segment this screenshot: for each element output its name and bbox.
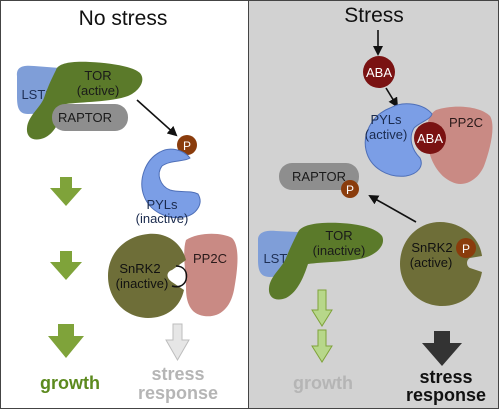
snrk2-active-label-line1: SnRK2	[411, 240, 452, 255]
growth-label-faded: growth	[293, 373, 353, 393]
stress-response-faded-line1: stress	[151, 364, 204, 384]
snrk2-pp2c-binding-outline	[171, 265, 188, 288]
growth-arrow-3	[48, 324, 84, 358]
snrk2-active-label-line2: (active)	[410, 255, 453, 270]
pyls-inactive-protein	[141, 148, 201, 219]
raptor-protein	[52, 104, 128, 131]
snrk2-inactive-label-line2: (inactive)	[116, 276, 169, 291]
raptor-stress-label: RAPTOR	[292, 169, 346, 184]
snrk2-phospho-label: P	[462, 242, 470, 256]
stress-title: Stress	[344, 4, 404, 27]
stress-response-faded-arrow	[165, 323, 190, 362]
aba-molecule-bound	[414, 122, 446, 154]
pyls-active-label-line1: PYLs	[370, 112, 402, 127]
stress-response-dark-arrow	[422, 331, 462, 366]
pp2c-label: PP2C	[193, 251, 227, 266]
snrk2-inactive-protein	[108, 233, 186, 318]
no-stress-title: No stress	[79, 7, 168, 30]
growth-label-active: growth	[40, 373, 100, 393]
pp2c-protein	[184, 233, 238, 317]
growth-faint-arrow-1	[311, 289, 333, 327]
aba-to-pyls-arrow	[385, 87, 399, 108]
tor-inactive-label-line2: (inactive)	[313, 243, 366, 258]
pyls-active-label-line2: (active)	[365, 127, 408, 142]
tor-inactive-protein	[268, 222, 384, 300]
snrk2-inactive-label-line1: SnRK2	[119, 261, 160, 276]
tor-to-pyls-arrow	[136, 99, 178, 137]
pp2c-stress-label: PP2C	[449, 115, 483, 130]
pyls-inactive-label-line2: (inactive)	[136, 211, 189, 226]
raptor-label: RAPTOR	[58, 110, 112, 125]
stress-response-active-line2: response	[406, 385, 486, 405]
raptor-stress-protein	[279, 163, 359, 190]
raptor-phospho-circle	[341, 180, 359, 198]
stress-response-faded-line2: response	[138, 383, 218, 403]
tor-active-label-line2: (active)	[77, 83, 120, 98]
raptor-phospho-label: P	[346, 183, 354, 197]
aba-molecule-top	[363, 56, 395, 88]
pyls-active-protein	[364, 103, 433, 177]
aba-bound-label: ABA	[417, 131, 443, 146]
growth-arrow-2	[50, 251, 82, 280]
stress-response-active-line1: stress	[419, 367, 472, 387]
aba-top-label: ABA	[366, 65, 392, 80]
pyls-inactive-label-line1: PYLs	[146, 197, 178, 212]
pyls-phospho-label: P	[183, 139, 191, 153]
pp2c-stress-protein	[426, 106, 493, 185]
snrk2-to-raptor-arrow	[368, 195, 417, 223]
no-stress-panel	[0, 0, 249, 409]
growth-arrow-1	[50, 177, 82, 206]
growth-faint-arrow-2	[311, 329, 333, 363]
tor-inactive-label-line1: TOR	[325, 228, 352, 243]
snrk2-phospho-circle	[456, 238, 476, 258]
pyls-phospho-circle	[177, 135, 197, 155]
tor-active-label-line1: TOR	[84, 68, 111, 83]
